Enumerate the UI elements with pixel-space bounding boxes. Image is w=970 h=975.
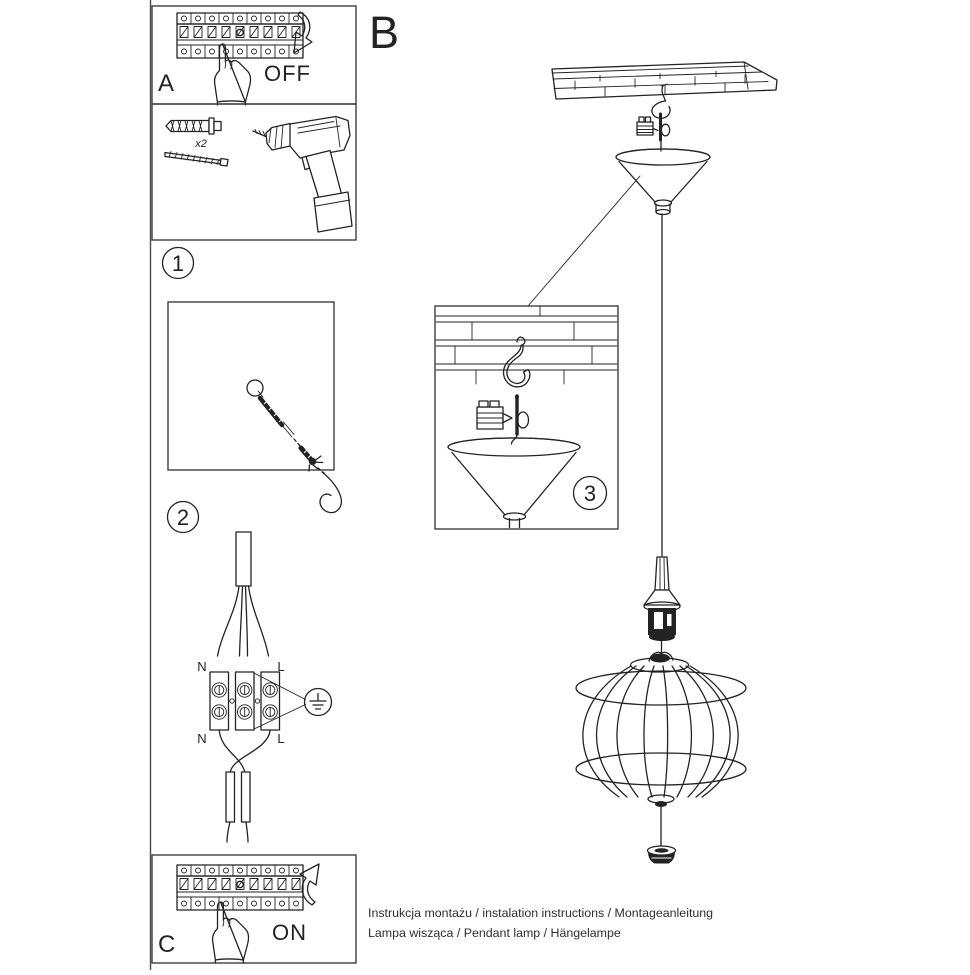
drilled-hole-icon — [246, 379, 264, 398]
cable-sleeve-top — [235, 531, 252, 587]
panel-tools: x2 — [151, 103, 357, 241]
ceiling-hook-icon — [651, 83, 671, 119]
wall-anchor-icon — [165, 117, 222, 135]
wire-sleeve-left — [225, 771, 236, 823]
panel-a-label: A — [158, 70, 174, 97]
detail-pointer-line — [527, 175, 641, 307]
finial-cap — [646, 845, 677, 864]
wire-sleeve-right — [240, 771, 251, 823]
strain-relief-and-loop — [636, 112, 671, 152]
strain-relief-and-loop-detail — [476, 394, 530, 445]
step-1-number: 1 — [172, 251, 184, 276]
lamp-socket — [643, 556, 681, 641]
panel-c-breaker-on: ON C — [151, 854, 357, 964]
pressing-hand-icon — [211, 901, 250, 964]
step-1-badge — [161, 246, 195, 280]
cage-lampshade — [575, 651, 747, 807]
lamp-wires-crossed — [218, 729, 271, 772]
section-b-label: B — [369, 7, 399, 58]
circuit-breaker-icon — [176, 864, 304, 911]
earth-ground-symbol — [253, 672, 333, 730]
step-2-badge — [166, 500, 200, 534]
footer-line-1: Instrukcja montażu / instalation instruc… — [368, 906, 713, 920]
footer-captions: Instrukcja montażu / instalation instruc… — [368, 906, 713, 940]
on-label: ON — [272, 920, 307, 945]
off-label: OFF — [264, 61, 311, 86]
panel-c-label: C — [158, 931, 175, 958]
step-3-badge — [572, 475, 608, 511]
pressing-hand-icon — [213, 43, 252, 106]
detail-panel-border — [434, 305, 619, 530]
step-1: 1 — [161, 246, 343, 514]
terminal-label-l-bottom: L — [277, 731, 284, 746]
hook-screw-and-anchor-icon — [257, 395, 325, 474]
step-2-wiring: 2 N L N L — [166, 500, 333, 843]
footer-line-2: Lampa wisząca / Pendant lamp / Hängelamp… — [368, 926, 621, 940]
panel-tools-border — [151, 103, 357, 241]
cone-canopy-detail — [447, 437, 581, 529]
arrow-up-icon — [299, 863, 320, 906]
drill-icon — [252, 115, 353, 233]
panel-c-border — [151, 854, 357, 964]
circuit-breaker-icon — [176, 12, 304, 59]
screw-icon — [164, 151, 229, 167]
detail-panel-3: 3 — [434, 305, 619, 530]
step-2-number: 2 — [177, 505, 189, 530]
cone-canopy — [615, 148, 711, 216]
anchor-quantity-label: x2 — [194, 138, 207, 150]
terminal-label-n-bottom: N — [197, 731, 206, 746]
section-b-lamp-assembly: B — [369, 7, 778, 864]
supply-wires — [216, 585, 270, 657]
terminal-block — [209, 671, 281, 731]
ceiling-hook-detail-icon — [502, 336, 531, 388]
ceiling-board — [551, 61, 778, 100]
ceiling-planks-pattern — [435, 305, 618, 385]
wire-tails — [226, 821, 249, 843]
ceiling-hook-icon — [319, 471, 343, 514]
wall-square-border — [167, 301, 335, 471]
terminal-label-n-top: N — [197, 659, 206, 674]
panel-a-breaker-off: OFF A — [151, 5, 357, 106]
terminal-label-l-top: L — [277, 659, 284, 674]
step-3-number: 3 — [584, 481, 596, 506]
arrow-down-icon — [293, 11, 313, 54]
